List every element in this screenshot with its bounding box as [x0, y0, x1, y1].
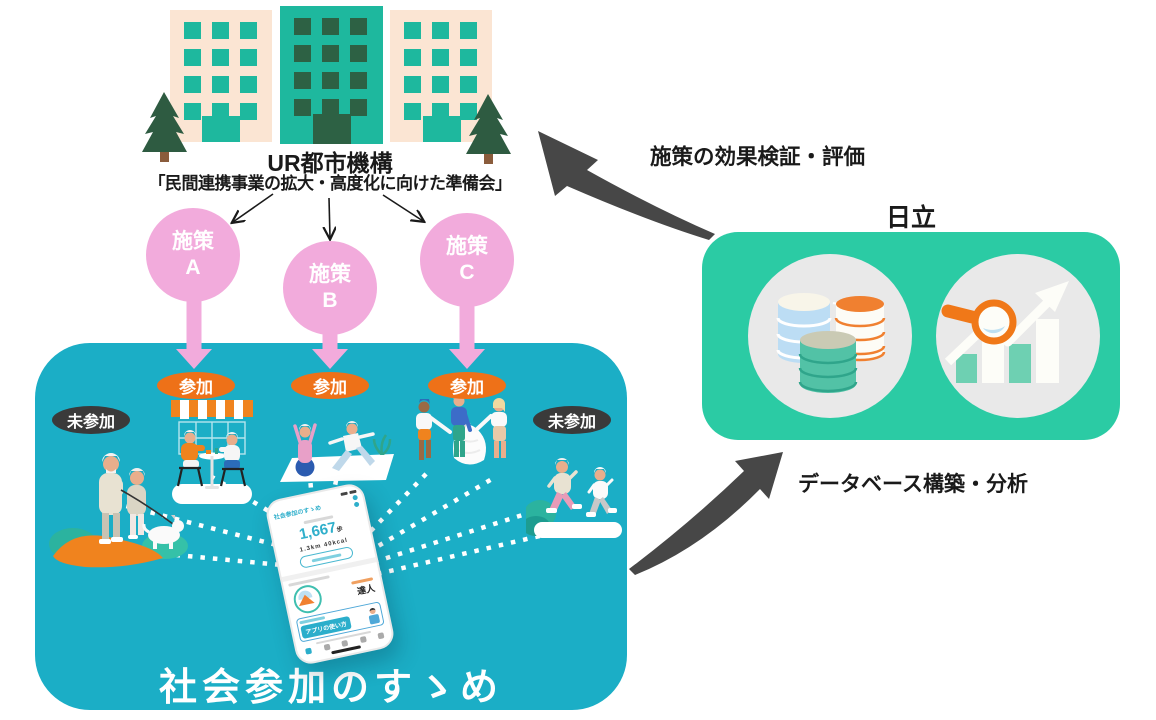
hitachi-label: 日立 — [885, 204, 936, 232]
measure-b-name: 施策 — [309, 263, 351, 286]
tree-icon — [466, 94, 511, 164]
database-icon — [748, 254, 912, 418]
measure-c-letter: C — [459, 261, 475, 284]
scene-jogging — [526, 458, 622, 538]
flow-label-evaluation: 施策の効果検証・評価 — [650, 145, 866, 169]
measure-circle-c: 施策 C — [420, 213, 514, 307]
ur-organization-subtitle: 「民間連携事業の拡大・高度化に向けた準備会」 — [148, 174, 513, 193]
scene-cafe — [171, 400, 253, 504]
home-tab-icon[interactable] — [305, 647, 313, 655]
buildings-icon — [142, 6, 511, 164]
nav-tab-icon[interactable] — [323, 643, 331, 651]
magnifier-icon — [941, 299, 1017, 345]
database-flow-arrow — [629, 452, 783, 575]
ur-to-measure-arrows — [233, 193, 423, 238]
phone-notification-icons — [352, 494, 360, 508]
join-badge: 参加 — [157, 372, 235, 399]
measure-a-letter: A — [185, 256, 201, 279]
community-caption: 社会参加のすゝめ — [158, 664, 503, 709]
measure-circle-b: 施策 B — [283, 241, 377, 335]
nav-tab-icon[interactable] — [359, 636, 367, 644]
not-join-badge: 未参加 — [533, 406, 611, 434]
phone-rank-badge: 達人 — [356, 582, 376, 597]
measure-c-name: 施策 — [446, 235, 488, 258]
measure-a-name: 施策 — [172, 230, 214, 253]
not-join-badge: 未参加 — [52, 406, 130, 434]
measure-circle-a: 施策 A — [146, 208, 240, 302]
join-badge: 参加 — [291, 372, 369, 399]
measure-b-letter: B — [322, 289, 338, 312]
scene-trash-pickup — [416, 393, 507, 465]
analytics-icon — [936, 254, 1100, 418]
ur-organization-title: UR都市機構 — [267, 150, 393, 176]
awning-icon — [171, 400, 253, 419]
nav-tab-icon[interactable] — [341, 639, 349, 648]
fuji-badge-icon — [291, 582, 325, 616]
steps-unit: 歩 — [336, 526, 344, 534]
tree-icon — [142, 92, 187, 162]
person-illustration-icon — [366, 606, 381, 625]
join-badge: 参加 — [428, 372, 506, 399]
flow-label-database: データベース構築・分析 — [798, 473, 1028, 496]
scene-exercise — [280, 421, 394, 482]
nav-tab-icon[interactable] — [377, 632, 385, 640]
